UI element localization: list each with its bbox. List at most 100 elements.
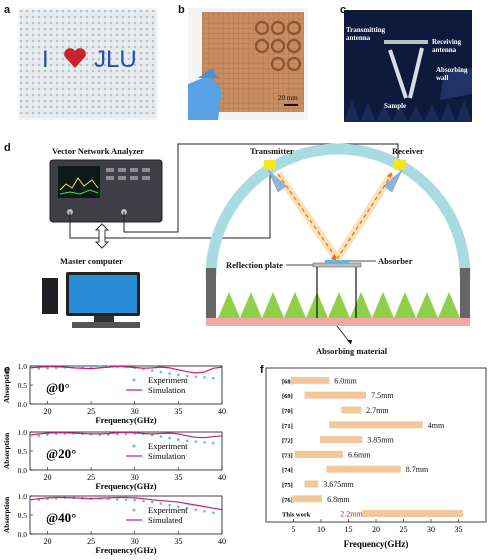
experiment-point (168, 503, 171, 507)
experiment-point (115, 432, 119, 436)
experiment-point (159, 435, 163, 438)
photo-anechoic-chamber: Transmitting antenna Receiving antenna A… (344, 10, 472, 122)
pc-keyboard (72, 322, 140, 328)
legend-experiment-label: Experiment (148, 441, 188, 451)
experiment-point (28, 435, 32, 438)
x-tick-label: 5 (292, 525, 296, 534)
bidirectional-arrow-icon (94, 223, 110, 249)
y-tick-label: 0.5 (18, 447, 28, 456)
x-tick-label: 20 (43, 473, 51, 482)
reflection-plate-label: Reflection plate (226, 260, 283, 270)
legend-experiment-label: Experiment (148, 375, 188, 385)
y-tick-label: 1.0 (18, 362, 28, 371)
experiment-point (115, 498, 119, 501)
angle-label: @40° (46, 510, 76, 525)
bandwidth-bar (341, 406, 362, 414)
experiment-point (194, 508, 198, 511)
y-axis-label: Absorption (2, 496, 11, 533)
photo-hand-sample-image (188, 12, 304, 120)
y-tick-label: 1.0 (18, 492, 28, 501)
jlu-text: JLU (94, 46, 137, 73)
experiment-point (185, 506, 189, 510)
legend-experiment-marker (132, 444, 136, 448)
transmitter-label: Transmitter (250, 146, 294, 156)
bandwidth-bar (291, 495, 323, 503)
panel-label-e: e (4, 364, 11, 376)
right-wall (460, 268, 470, 318)
experiment-point (150, 500, 154, 504)
label-sample: Sample (384, 102, 407, 110)
y-tick-label: 1.0 (18, 428, 28, 437)
experiment-point (142, 499, 145, 503)
category-label: [71] (282, 423, 293, 430)
category-label: [73] (282, 452, 293, 459)
bandwidth-bar (319, 436, 363, 444)
experiment-point (46, 433, 49, 436)
thickness-label: 4mm (428, 421, 445, 430)
label-absorbing-wall: Absorbing wall (436, 66, 468, 82)
x-tick-label: 35 (174, 407, 182, 416)
absorber-sample (325, 260, 349, 264)
x-axis-label: Frequency(GHz) (95, 545, 156, 555)
experiment-point (194, 375, 198, 378)
experiment-point (133, 498, 137, 502)
y-tick-label: 0.0 (18, 400, 28, 409)
legend-experiment-marker (132, 378, 136, 382)
experiment-point (211, 376, 215, 380)
experiment-point (168, 436, 171, 440)
x-axis-label: Frequency(GHz) (95, 415, 156, 425)
thickness-label: 3.85mm (367, 436, 394, 445)
photo-jlu-sample-image (18, 8, 158, 120)
thickness-label: 8.7mm (406, 465, 429, 474)
arch-track (205, 143, 471, 277)
category-label: [68] (282, 378, 293, 385)
thickness-label: 6.6mm (348, 450, 371, 459)
thickness-label: 3.675mm (323, 480, 354, 489)
legend-simulation-label: Simulation (148, 451, 186, 461)
bandwidth-bar (304, 391, 367, 399)
panel-label-d: d (4, 142, 11, 154)
y-tick-label: 0.0 (18, 530, 28, 539)
bandwidth-bar (329, 421, 423, 429)
receiver-horn-icon (383, 169, 403, 193)
x-tick-label: 40 (218, 407, 226, 416)
x-tick-label: 30 (131, 473, 139, 482)
experiment-point (28, 500, 32, 503)
panel-label-c: c (340, 4, 346, 16)
photo-jlu-sample: I JLU (18, 8, 158, 120)
category-label: [72] (282, 438, 293, 445)
y-tick-label: 0.0 (18, 466, 28, 475)
experiment-point (168, 372, 171, 375)
panel-label-b: b (178, 4, 185, 16)
experiment-point (211, 511, 215, 515)
bandwidth-bar (362, 510, 463, 518)
x-tick-label: 20 (372, 525, 380, 534)
x-tick-label: 30 (131, 407, 139, 416)
x-tick-label: 20 (43, 537, 51, 546)
absorbing-material-label: Absorbing material (316, 346, 388, 356)
bandwidth-bar (290, 376, 330, 384)
x-tick-label: 25 (87, 473, 95, 482)
x-tick-label: 15 (345, 525, 353, 534)
experiment-point (37, 367, 41, 370)
experiment-point (150, 369, 154, 372)
panel-label-f: f (260, 364, 264, 376)
experiment-point (177, 505, 180, 508)
thickness-label: 6.8mm (327, 495, 350, 504)
thickness-label: 2.2mm (340, 510, 363, 519)
experiment-point (177, 438, 180, 441)
category-label: This work (282, 512, 311, 519)
vna-label: Vector Network Analyzer (52, 146, 145, 156)
x-tick-label: 10 (317, 525, 325, 534)
legend-simulation-label: Simulation (148, 385, 186, 395)
bandwidth-bar (304, 480, 319, 488)
experiment-point (203, 440, 206, 444)
scale-bar (284, 104, 298, 106)
y-axis-label: Absorption (2, 366, 11, 403)
experiment-point (211, 441, 215, 445)
y-tick-label: 0.5 (18, 381, 28, 390)
panel-label-a: a (4, 4, 11, 16)
x-tick-label: 30 (427, 525, 435, 534)
x-tick-label: 40 (218, 537, 226, 546)
